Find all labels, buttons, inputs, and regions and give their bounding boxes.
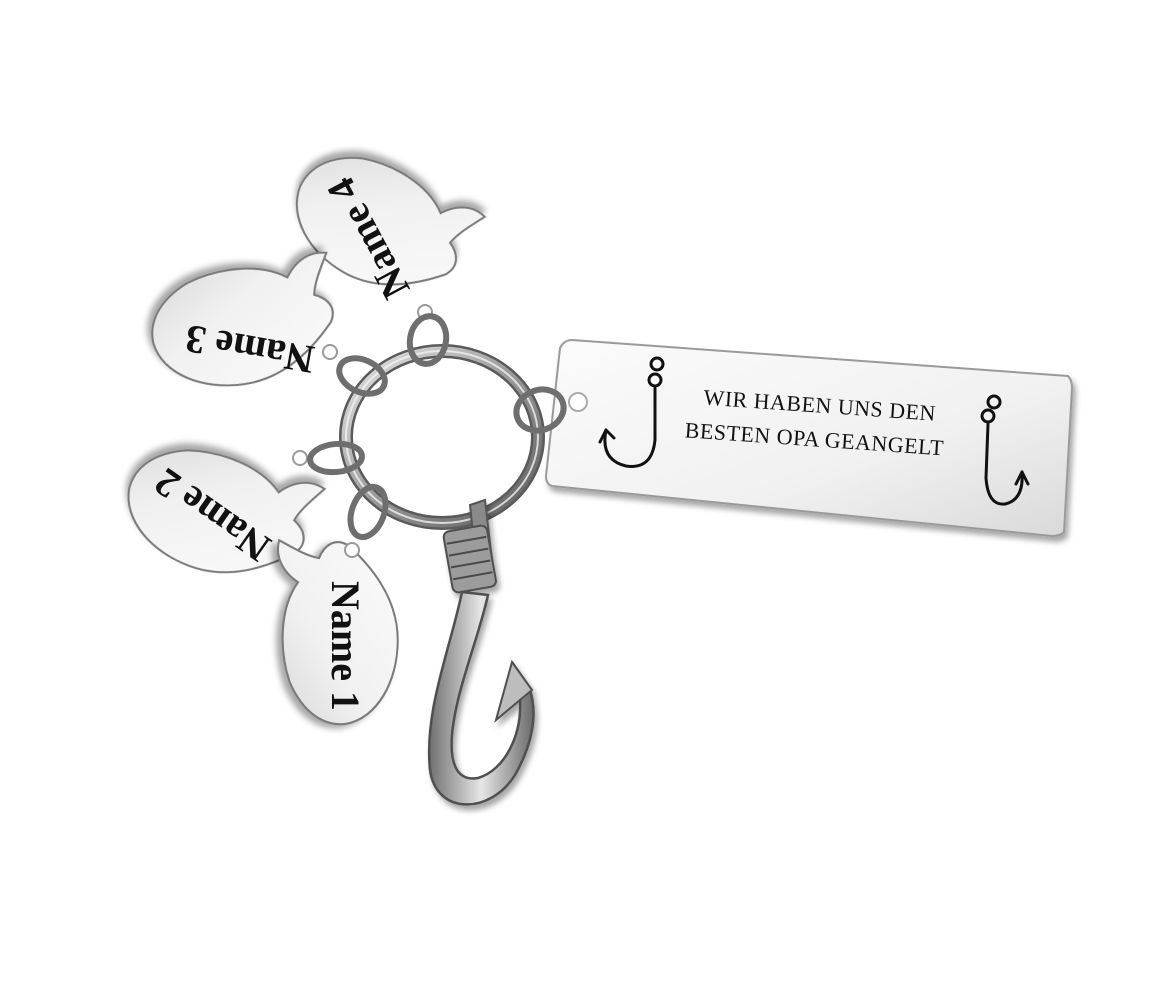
fishing-hook-charm — [427, 498, 535, 806]
fish-charm-3 — [142, 250, 344, 397]
charm-1-hole — [344, 542, 360, 558]
fishing-hook-icon — [598, 356, 665, 468]
tag-hole — [568, 392, 588, 412]
engraved-tag — [544, 338, 1074, 538]
tag-jump-ring — [513, 386, 567, 434]
key-ring — [339, 344, 545, 530]
charm-2-hole — [292, 450, 308, 466]
charm-jump-rings — [307, 313, 450, 541]
fishing-hook-icon — [980, 394, 1030, 506]
charm-3-hole — [322, 344, 338, 360]
fish-charm-1-label: Name 1 — [323, 581, 368, 711]
